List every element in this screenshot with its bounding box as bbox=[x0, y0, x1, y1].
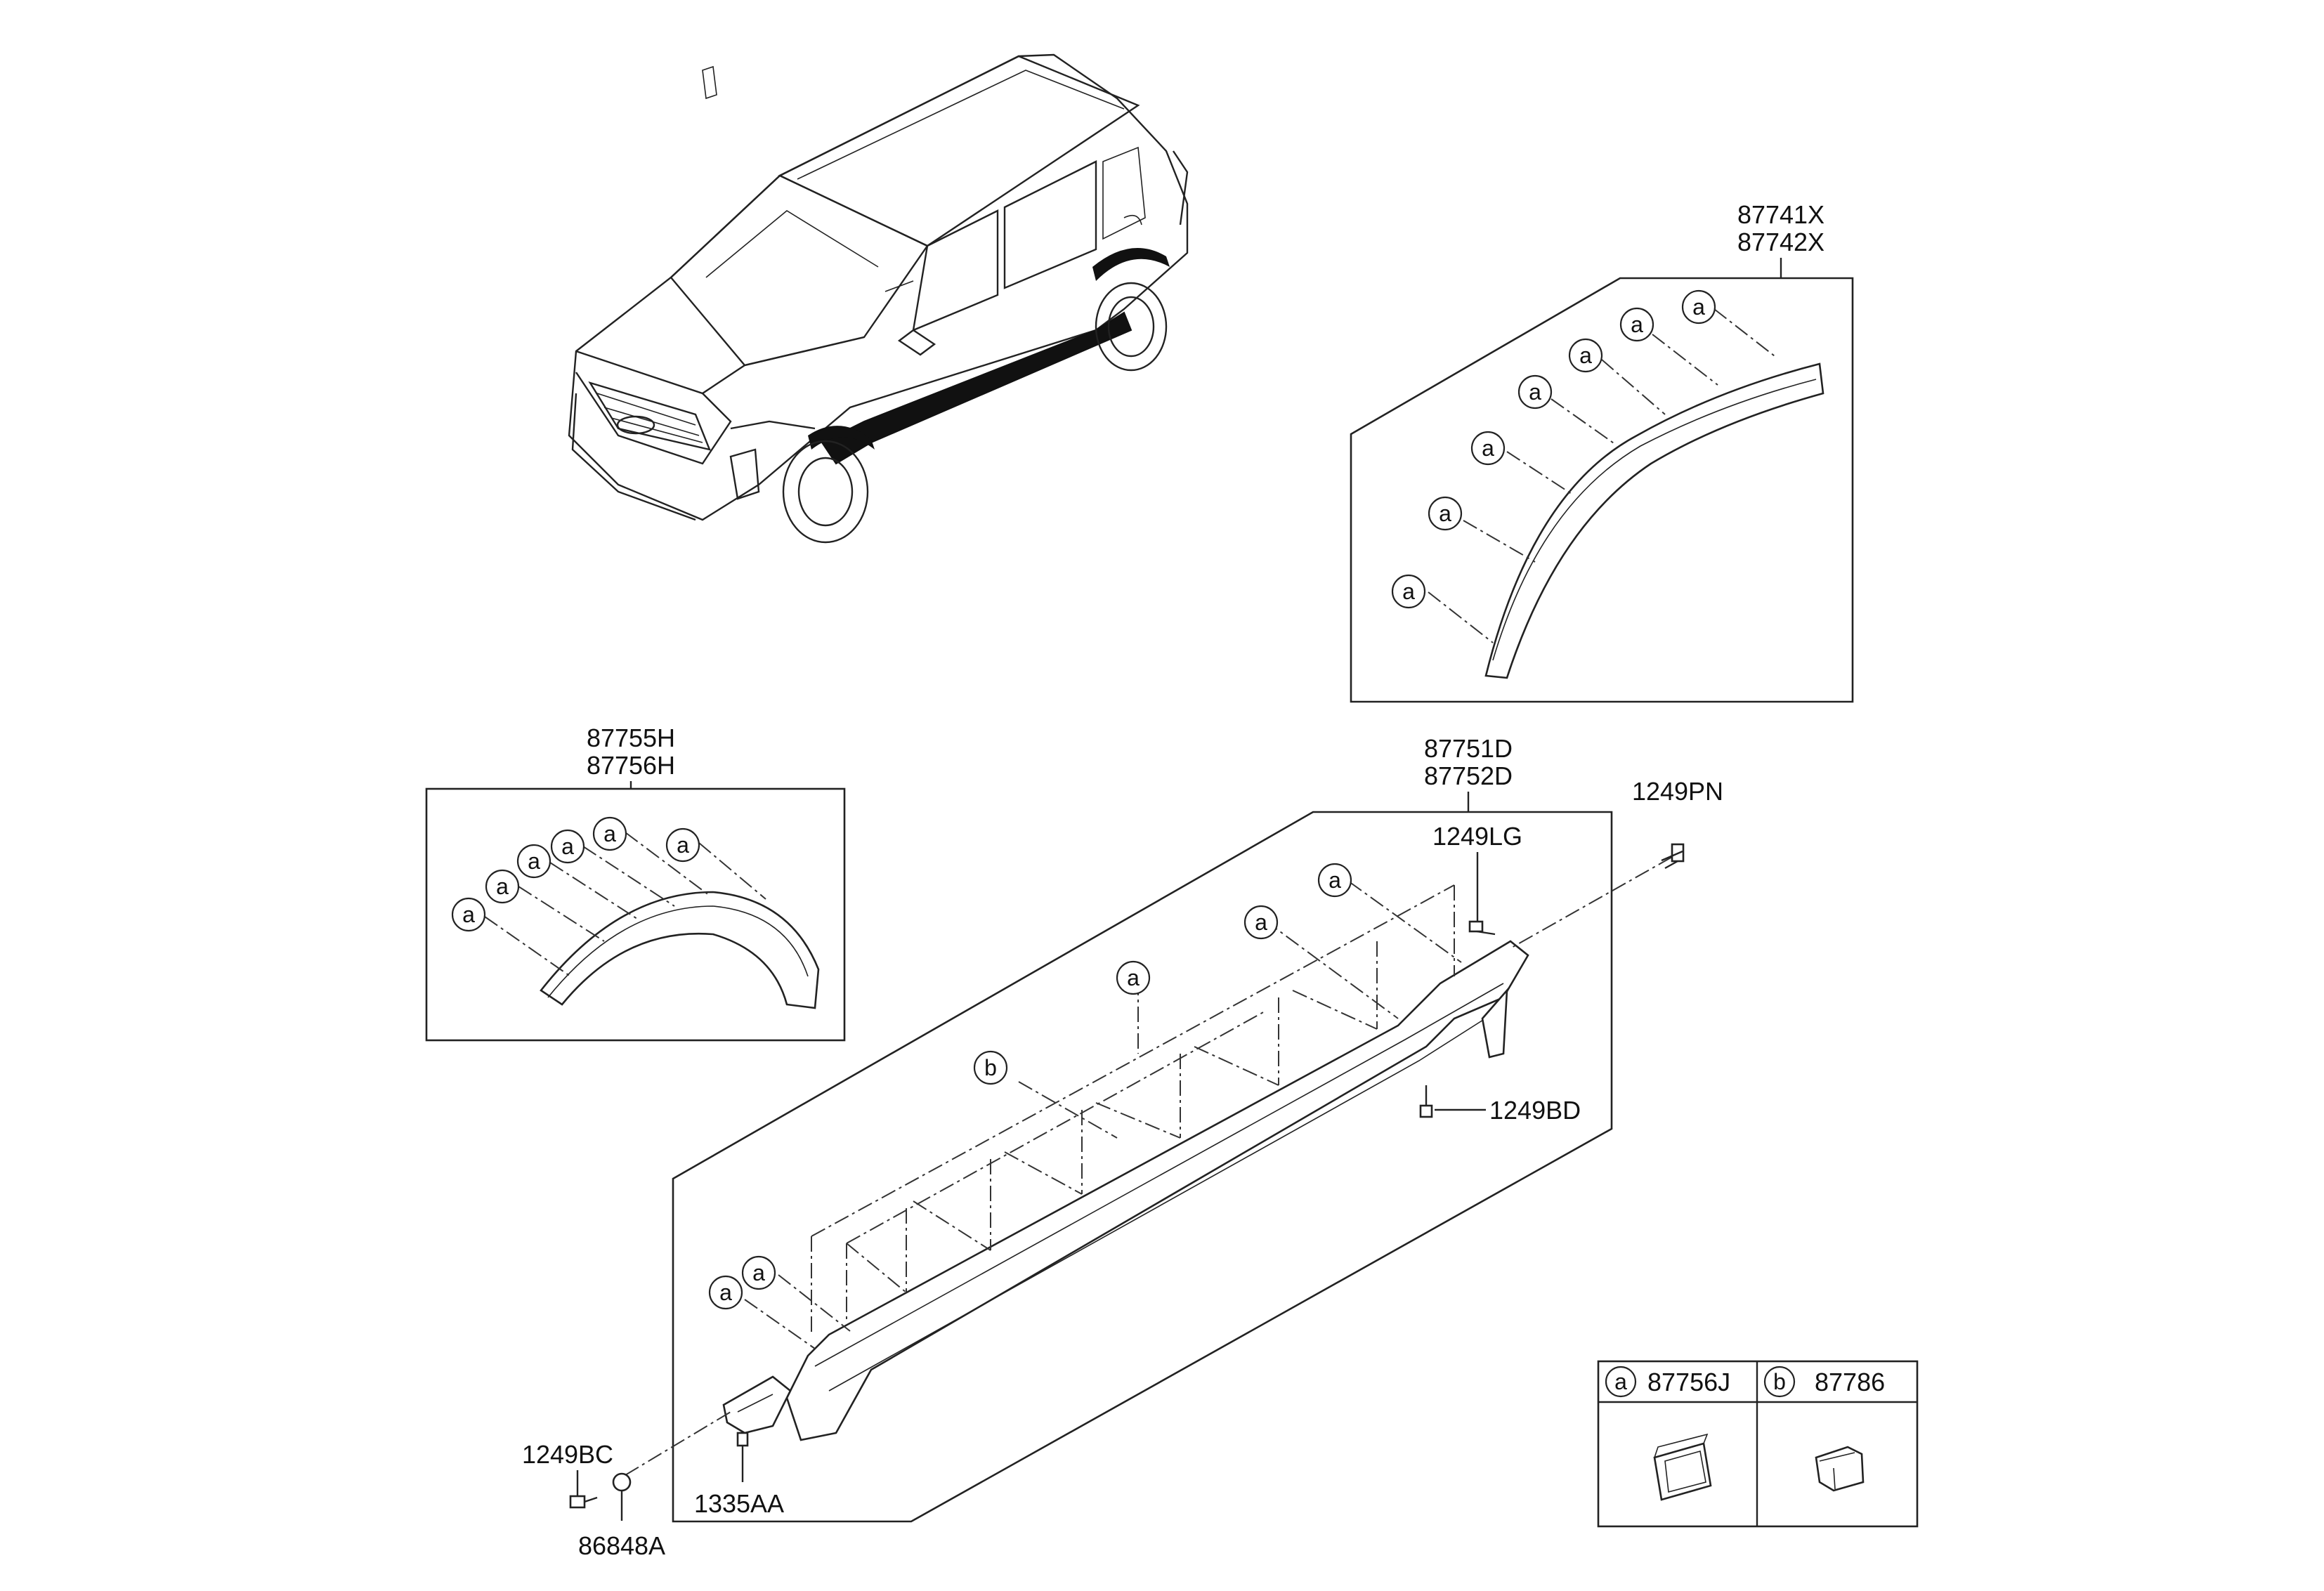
callout-a: a bbox=[1317, 863, 1352, 898]
callout-a: a bbox=[1428, 496, 1463, 531]
callout-a: a bbox=[592, 816, 627, 851]
part-code-87756H: 87756H bbox=[587, 751, 675, 780]
callout-a: a bbox=[1681, 289, 1716, 325]
callout-a: a bbox=[516, 844, 551, 879]
callout-a: a bbox=[665, 827, 700, 863]
svg-text:a: a bbox=[1127, 965, 1140, 990]
vehicle-illustration bbox=[568, 53, 1189, 544]
fastener-code-1249BC: 1249BC bbox=[522, 1440, 613, 1469]
legend-table: a 87756J b 87786 bbox=[1597, 1360, 1919, 1528]
front-flare-group: 87755H 87756H bbox=[425, 724, 846, 1042]
fastener-code-1249BD: 1249BD bbox=[1489, 1096, 1581, 1125]
svg-text:a: a bbox=[603, 821, 616, 846]
svg-text:a: a bbox=[1631, 312, 1643, 337]
svg-text:a: a bbox=[1529, 379, 1541, 405]
callout-a: a bbox=[1470, 431, 1506, 466]
fasteners: 1249PN 1249LG 1249BD 1249BC bbox=[522, 777, 1723, 1560]
part-code-87755H: 87755H bbox=[587, 724, 675, 752]
legend-symbol-b: b bbox=[1763, 1366, 1796, 1398]
assembly-lines bbox=[484, 308, 1778, 1476]
callout-a: a bbox=[1619, 307, 1654, 342]
rear-flare-part bbox=[1484, 362, 1824, 679]
part-code-87752D: 87752D bbox=[1424, 761, 1513, 790]
legend-part-87756J: 87756J bbox=[1647, 1368, 1730, 1396]
fastener-code-1249PN: 1249PN bbox=[1632, 777, 1723, 806]
svg-text:a: a bbox=[1439, 501, 1451, 526]
clip-87756J-icon bbox=[1653, 1433, 1712, 1501]
nut-icon bbox=[736, 1432, 749, 1482]
legend-part-87786: 87786 bbox=[1815, 1368, 1885, 1396]
screw-icon bbox=[1419, 1085, 1433, 1118]
screw-icon bbox=[1661, 843, 1685, 870]
callouts: a a a a a a a a a a a a a a a b a a a bbox=[451, 289, 1716, 1310]
callout-a: a bbox=[1116, 960, 1151, 995]
svg-text:a: a bbox=[1614, 1369, 1627, 1394]
callout-a: a bbox=[708, 1275, 743, 1310]
part-code-87741X: 87741X bbox=[1737, 200, 1824, 229]
front-flare-frame bbox=[425, 787, 846, 1042]
svg-text:a: a bbox=[496, 874, 509, 899]
bolt-icon bbox=[569, 1495, 598, 1509]
svg-text:a: a bbox=[1579, 343, 1592, 368]
screw-icon bbox=[1468, 920, 1496, 936]
part-code-87742X: 87742X bbox=[1737, 228, 1824, 256]
fastener-code-1249LG: 1249LG bbox=[1432, 822, 1522, 851]
rear-flare-frame bbox=[1350, 277, 1854, 703]
callout-a: a bbox=[1568, 338, 1603, 373]
clip-87786-icon bbox=[1815, 1446, 1865, 1492]
clip-icon bbox=[612, 1472, 632, 1521]
callout-a: a bbox=[451, 897, 486, 932]
front-flare-part bbox=[540, 891, 820, 1009]
callout-b: b bbox=[973, 1050, 1008, 1085]
side-sill-part bbox=[785, 940, 1529, 1441]
svg-text:a: a bbox=[1692, 294, 1705, 320]
svg-text:b: b bbox=[984, 1055, 997, 1080]
callout-a: a bbox=[1391, 574, 1426, 609]
callout-a: a bbox=[741, 1255, 776, 1290]
svg-text:a: a bbox=[1255, 910, 1267, 935]
callout-a: a bbox=[550, 829, 585, 864]
svg-text:a: a bbox=[528, 849, 540, 874]
svg-text:a: a bbox=[677, 832, 689, 858]
fastener-code-86848A: 86848A bbox=[578, 1531, 665, 1560]
fastener-code-1335AA: 1335AA bbox=[694, 1489, 784, 1518]
svg-text:a: a bbox=[719, 1280, 732, 1305]
svg-text:a: a bbox=[561, 834, 574, 859]
svg-text:a: a bbox=[1402, 579, 1415, 604]
svg-text:a: a bbox=[1482, 436, 1494, 461]
callout-a: a bbox=[485, 869, 520, 904]
rear-flare-group: 87741X 87742X bbox=[1350, 200, 1854, 703]
svg-text:b: b bbox=[1773, 1369, 1786, 1394]
callout-a: a bbox=[1517, 374, 1553, 410]
svg-text:a: a bbox=[462, 902, 475, 927]
side-sill-group: 87751D 87752D bbox=[672, 734, 1613, 1523]
side-sill-frame bbox=[672, 811, 1613, 1523]
part-code-87751D: 87751D bbox=[1424, 734, 1513, 763]
svg-text:a: a bbox=[1329, 867, 1341, 893]
svg-text:a: a bbox=[752, 1260, 765, 1285]
callout-a: a bbox=[1243, 905, 1279, 940]
legend-symbol-a: a bbox=[1605, 1366, 1637, 1398]
